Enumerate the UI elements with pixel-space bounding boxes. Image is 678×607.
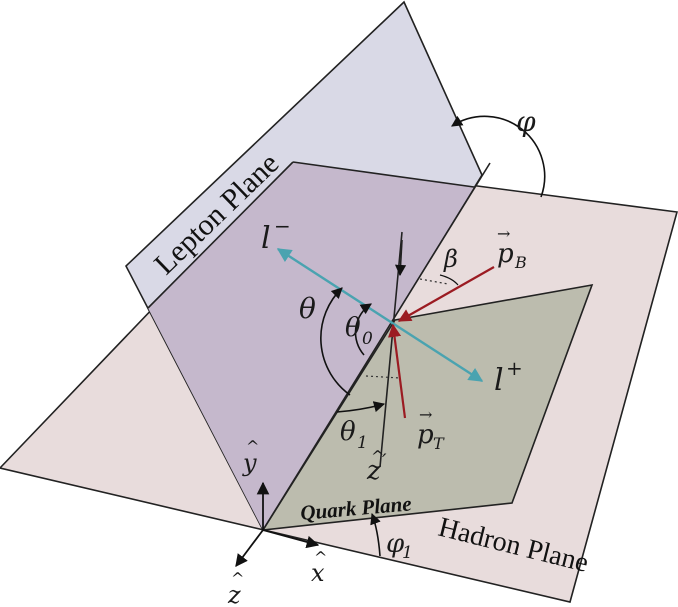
svg-text:T: T: [433, 434, 445, 453]
svg-text:1: 1: [402, 543, 413, 563]
svg-text:1: 1: [357, 433, 368, 453]
svg-text:p: p: [417, 420, 434, 450]
svg-text:B: B: [514, 253, 527, 272]
svg-text:l: l: [494, 363, 504, 398]
theta-label: θ: [299, 292, 316, 325]
svg-text:φ: φ: [386, 529, 405, 559]
svg-text:y: y: [242, 449, 257, 477]
svg-text:θ: θ: [340, 417, 356, 447]
lepton-axis: [276, 247, 484, 383]
svg-text:x: x: [311, 559, 325, 587]
theta0-label: θ 0: [345, 313, 373, 349]
y-hat-label: ^ y: [242, 437, 259, 477]
svg-text:→: →: [497, 224, 510, 243]
svg-text:θ: θ: [345, 313, 361, 343]
z-axis-arrow: [235, 529, 264, 568]
svg-text:→: →: [419, 405, 432, 424]
theta1-label: θ 1: [340, 417, 368, 453]
theta-arc: [320, 287, 351, 396]
svg-text:^: ^: [246, 437, 259, 456]
beta-label: β: [443, 245, 458, 273]
z-hat-label: ^ z: [227, 569, 244, 607]
pB-label: → p B: [497, 224, 527, 272]
phi-arc: [451, 115, 546, 198]
theta1-dotted-line: [365, 375, 401, 379]
svg-text:z: z: [366, 456, 381, 486]
proton-target-vector: [387, 323, 407, 419]
pT-label: → p T: [417, 405, 445, 453]
x-axis-arrow: [262, 529, 320, 549]
svg-text:0: 0: [362, 329, 373, 349]
l-plus-label: l +: [494, 356, 523, 398]
l-minus-label: l −: [261, 214, 291, 256]
svg-text:l: l: [261, 221, 271, 256]
phi1-label: φ 1: [386, 529, 413, 563]
svg-text:+: +: [506, 356, 523, 380]
svg-text:^: ^: [314, 548, 327, 567]
theta0-arc: [354, 303, 372, 356]
proton-beam-vector: [397, 266, 495, 322]
svg-text:−: −: [274, 214, 291, 238]
svg-text:z: z: [227, 581, 241, 607]
phi1-arc: [370, 512, 381, 557]
svg-text:^: ^: [371, 447, 384, 466]
phi-label: φ: [516, 105, 536, 138]
svg-text:^: ^: [231, 569, 244, 588]
theta1-arc: [336, 401, 386, 413]
x-hat-label: ^ x: [311, 548, 327, 587]
z-prime-label: ^ z ′: [366, 447, 387, 486]
svg-text:′: ′: [382, 449, 387, 473]
svg-text:p: p: [497, 239, 514, 269]
beta-arc: [439, 274, 459, 286]
